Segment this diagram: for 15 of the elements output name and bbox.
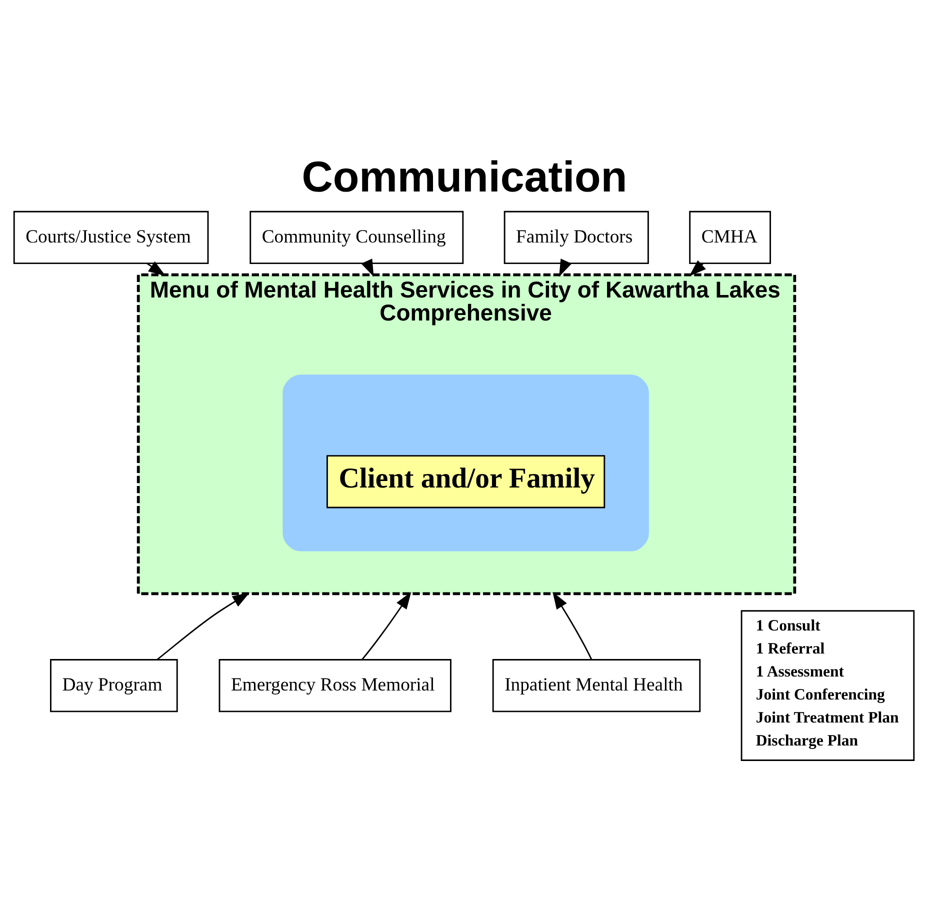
arrow: [361, 258, 374, 277]
arrow: [156, 592, 250, 660]
node-box: Courts/Justice System: [13, 210, 209, 264]
cluster: [282, 374, 649, 552]
node-box: 1 Consult 1 Referral 1 Assessment Joint Conferencing Joint Treatment Plan Discharge Plan: [740, 610, 915, 761]
node-box: Emergency Ross Memorial: [218, 659, 452, 712]
node-box: Day Program: [50, 659, 178, 712]
node-box: Client and/or Family: [326, 455, 606, 508]
diagram-title: Communication: [302, 154, 628, 202]
arrow: [362, 592, 412, 660]
node-box: CMHA: [689, 210, 771, 264]
node-box: Inpatient Mental Health: [492, 659, 701, 712]
arrow: [552, 592, 592, 660]
arrow: [559, 258, 572, 277]
arrow: [146, 261, 166, 276]
